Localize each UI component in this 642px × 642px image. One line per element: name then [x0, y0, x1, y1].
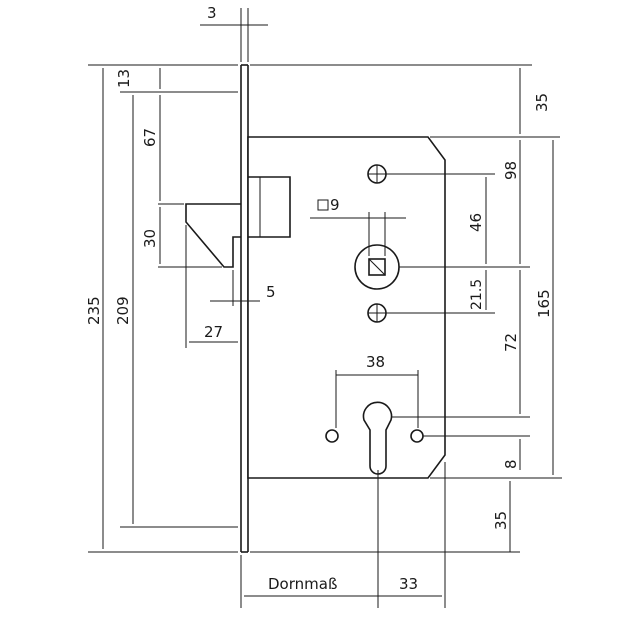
dim-46: 46 [386, 173, 495, 264]
dim-21-5-label: 21.5 [469, 279, 485, 310]
dim-backset-label: Dornmaß [268, 575, 337, 593]
dim-forend-length-label: 235 [85, 296, 103, 325]
dim-98: 98 [430, 136, 560, 264]
dim-13-label: 13 [115, 69, 133, 88]
dim-forend-length: 235 [85, 64, 238, 553]
dim-spindle-square: 9 [310, 196, 406, 256]
upper-screw-hole [367, 164, 387, 184]
dim-backset: Dornmaß 33 [240, 462, 446, 608]
dim-35-top: 35 [250, 64, 551, 134]
latch-housing [248, 176, 291, 238]
dim-forend-thickness: 3 [200, 4, 268, 62]
dim-5: 5 [210, 270, 276, 306]
dim-35-top-label: 35 [533, 93, 551, 112]
dim-98-label: 98 [502, 161, 520, 180]
forend-plate [240, 64, 249, 553]
dim-67-label: 67 [141, 128, 159, 147]
dim-209-label: 209 [114, 296, 132, 325]
dim-27: 27 [185, 225, 238, 348]
dim-67: 67 [141, 95, 161, 201]
latch-bolt [185, 203, 241, 268]
dim-21-5: 21.5 [386, 266, 530, 314]
cylinder-cutout [362, 401, 393, 475]
dim-38: 38 [335, 353, 419, 428]
dim-cylinder-to-edge-label: 33 [399, 575, 418, 593]
dim-165: 165 [430, 140, 562, 479]
dim-46-label: 46 [467, 213, 485, 232]
dim-8-label: 8 [502, 459, 520, 469]
dim-13: 13 [115, 68, 161, 89]
dim-38-label: 38 [366, 353, 385, 371]
cylinder-left-hole [325, 429, 339, 443]
dim-35-bottom-label: 35 [492, 511, 510, 530]
dim-165-label: 165 [535, 289, 553, 318]
dim-30: 30 [141, 203, 222, 268]
dim-spindle-square-label: 9 [330, 196, 340, 214]
lower-screw-hole [367, 303, 387, 323]
dim-5-label: 5 [266, 283, 276, 301]
dim-27-label: 27 [204, 323, 223, 341]
dim-72: 72 [502, 270, 521, 414]
dim-72-label: 72 [502, 333, 520, 352]
dim-30-label: 30 [141, 229, 159, 248]
lock-case-body [247, 136, 446, 479]
dim-8: 8 [392, 416, 530, 470]
dim-209: 209 [114, 91, 238, 528]
dim-forend-thickness-label: 3 [207, 4, 217, 22]
dim-35-bottom: 35 [250, 481, 520, 553]
